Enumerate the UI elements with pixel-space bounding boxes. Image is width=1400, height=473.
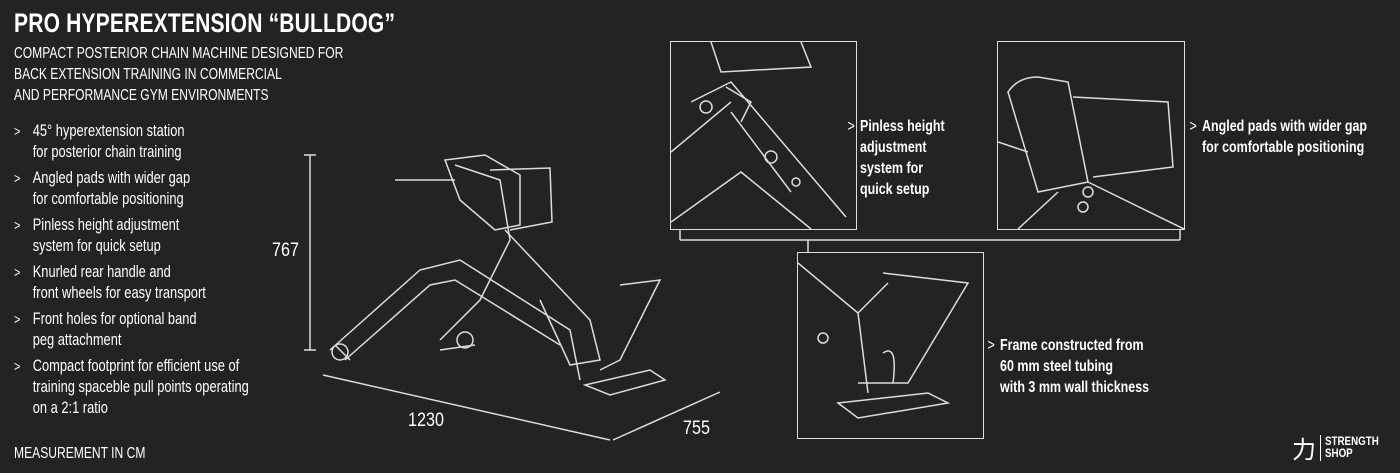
strength-shop-logo: 力 STRENGTH SHOP bbox=[1292, 430, 1388, 465]
callout-chevron-icon: > bbox=[987, 337, 995, 354]
feature-item: > Pinless height adjustment system for qui… bbox=[14, 215, 249, 257]
connector-lines bbox=[679, 228, 1181, 252]
product-title: PRO HYPEREXTENSION “BULLDOG” bbox=[14, 8, 396, 38]
dimension-lines bbox=[304, 154, 721, 441]
detail-callout-height-adjustment: Pinless height adjustment system for qui… bbox=[848, 116, 945, 200]
feature-item: > Angled pads with wider gap for comfortab… bbox=[14, 168, 249, 210]
feature-line: for comfortable positioning bbox=[32, 190, 184, 208]
feature-line: Compact footprint for efficient use of bbox=[32, 357, 240, 375]
subtitle-line: COMPACT POSTERIOR CHAIN MACHINE DESIGNED… bbox=[14, 45, 344, 62]
feature-list: >45° hyperextension station for posterior… bbox=[14, 121, 249, 424]
subtitle-line: BACK EXTENSION TRAINING IN COMMERCIAL bbox=[14, 66, 282, 83]
machine-frame bbox=[329, 154, 667, 396]
height-dimension: 767 bbox=[272, 240, 299, 261]
feature-line: Front holes for optional band bbox=[32, 310, 197, 328]
width-dimension: 755 bbox=[683, 418, 710, 439]
logo-line: SHOP bbox=[1325, 447, 1353, 460]
length-dimension: 1230 bbox=[408, 410, 444, 431]
feature-line: training spaceble pull points operating bbox=[32, 378, 249, 396]
logo-glyph: 力 bbox=[1292, 437, 1316, 464]
bullet-chevron-icon: > bbox=[14, 358, 21, 374]
detail-image-angled-pads bbox=[997, 41, 1185, 230]
callout-line: adjustment bbox=[860, 139, 927, 156]
detail-callout-frame: Frame constructed from 60 mm steel tubin… bbox=[988, 335, 1150, 398]
feature-line: 45° hyperextension station bbox=[32, 122, 185, 140]
feature-line: for posterior chain training bbox=[32, 143, 182, 161]
logo-line: STRENGTH bbox=[1325, 435, 1379, 448]
callout-line: for comfortable positioning bbox=[1202, 139, 1365, 156]
detail-callout-angled-pads: Angled pads with wider gap for comfortab… bbox=[1190, 116, 1368, 158]
bullet-chevron-icon: > bbox=[14, 123, 21, 139]
feature-item: >45° hyperextension station for posterior… bbox=[14, 121, 249, 163]
feature-item: > Knurled rear handle and front wheels for… bbox=[14, 262, 249, 304]
bullet-chevron-icon: > bbox=[14, 217, 21, 233]
feature-line: front wheels for easy transport bbox=[32, 284, 206, 302]
feature-line: peg attachment bbox=[32, 331, 122, 349]
bullet-chevron-icon: > bbox=[14, 264, 21, 280]
feature-line: Knurled rear handle and bbox=[32, 263, 171, 281]
callout-line: with 3 mm wall thickness bbox=[1000, 379, 1150, 396]
subtitle-line: AND PERFORMANCE GYM ENVIRONMENTS bbox=[14, 87, 269, 104]
feature-item: > Compact footprint for efficient use of t… bbox=[14, 356, 249, 419]
callout-chevron-icon: > bbox=[847, 118, 855, 135]
callout-line: Frame constructed from bbox=[1000, 337, 1144, 354]
logo-wordmark: STRENGTH SHOP bbox=[1325, 436, 1379, 460]
measurement-note: MEASUREMENT IN CM bbox=[14, 445, 146, 462]
product-subtitle: COMPACT POSTERIOR CHAIN MACHINE DESIGNED… bbox=[14, 43, 343, 106]
feature-line: Pinless height adjustment bbox=[32, 216, 180, 234]
bullet-chevron-icon: > bbox=[14, 311, 21, 327]
detail-image-frame bbox=[797, 252, 984, 439]
callout-line: Pinless height bbox=[860, 118, 945, 135]
callout-line: system for bbox=[860, 160, 924, 177]
feature-line: system for quick setup bbox=[32, 237, 161, 255]
bullet-chevron-icon: > bbox=[14, 170, 21, 186]
feature-line: Angled pads with wider gap bbox=[32, 169, 191, 187]
callout-line: 60 mm steel tubing bbox=[1000, 358, 1114, 375]
feature-line: on a 2:1 ratio bbox=[32, 399, 108, 417]
callout-line: Angled pads with wider gap bbox=[1202, 118, 1368, 135]
callout-line: quick setup bbox=[860, 181, 930, 198]
logo-divider bbox=[1320, 434, 1321, 461]
detail-image-height-adjustment bbox=[670, 41, 857, 230]
feature-item: > Front holes for optional band peg attach… bbox=[14, 309, 249, 351]
callout-chevron-icon: > bbox=[1189, 118, 1197, 135]
